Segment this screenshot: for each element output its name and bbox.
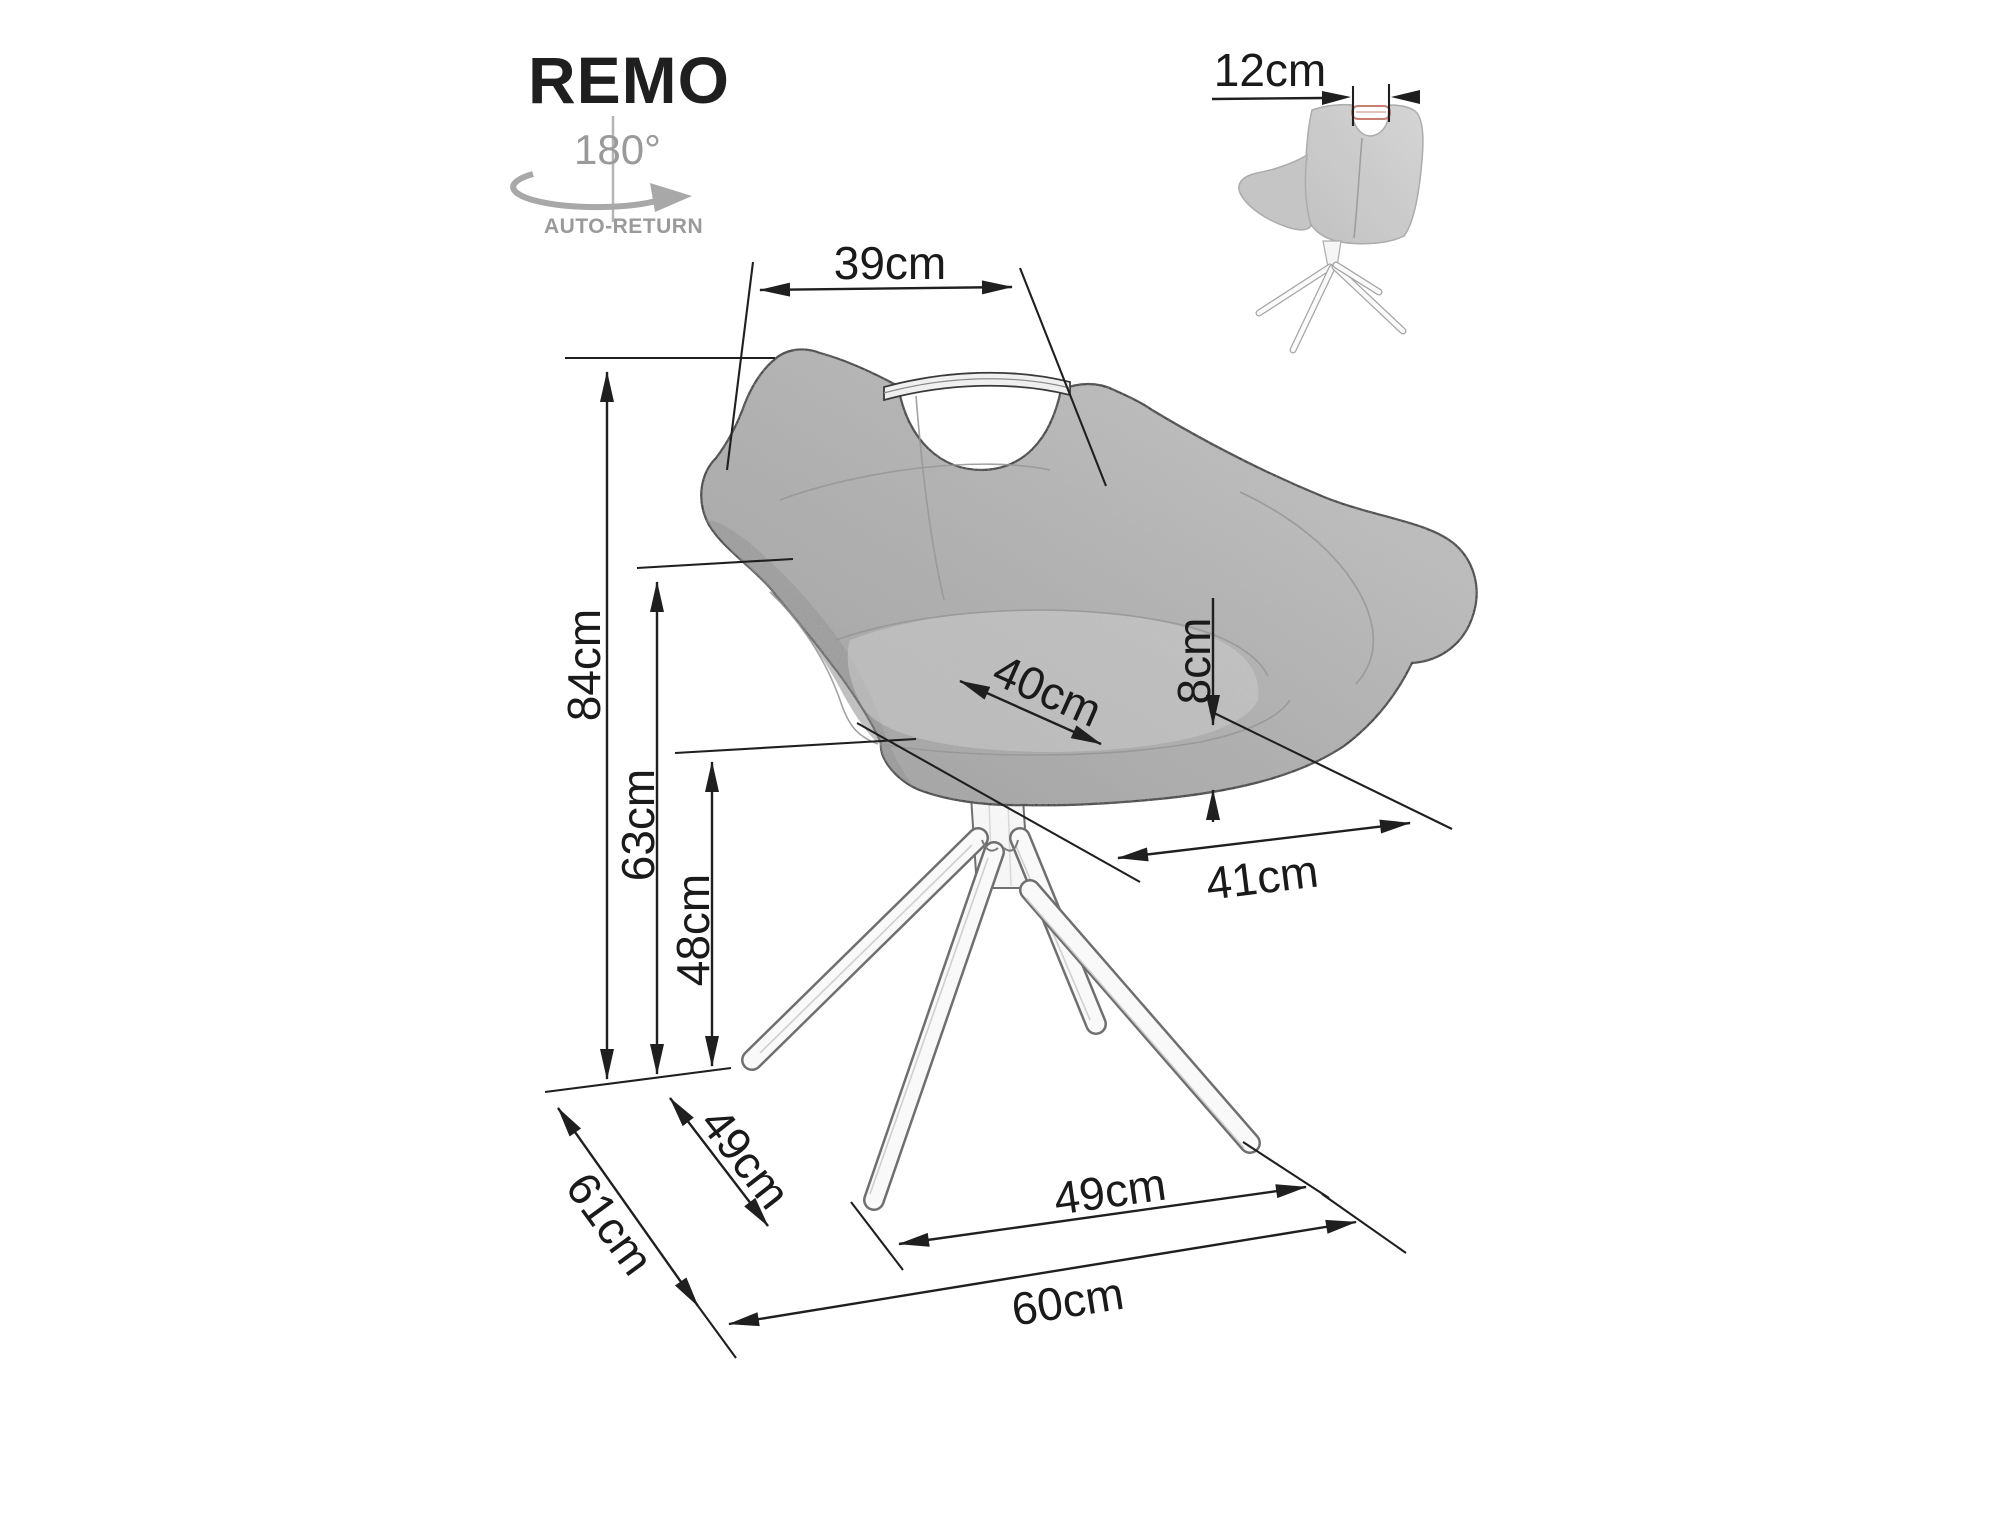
tick-basewidth-left xyxy=(697,1305,737,1359)
handle-dim-line-left xyxy=(1211,96,1324,101)
inset-back-seam xyxy=(1353,137,1363,239)
right-arm-inner-edge xyxy=(1239,491,1375,685)
dim-label-39cm: 39cm xyxy=(834,237,946,289)
left-arm-shading xyxy=(706,520,914,787)
dim-line-legspan-depth xyxy=(669,1097,769,1227)
handle-arrow-right-icon xyxy=(1322,91,1351,105)
inset-left-armrest xyxy=(1238,153,1312,231)
main-chair xyxy=(700,348,1478,1211)
ext-backwidth-right xyxy=(1019,267,1107,487)
seat-back-crease xyxy=(835,609,1269,677)
chair-leg-front-left xyxy=(863,841,1005,1211)
seat-front-crease xyxy=(879,699,1291,756)
ground-baseline xyxy=(544,1066,732,1094)
dim-label-8cm: 8cm xyxy=(1168,618,1220,705)
chair-leg-front-right xyxy=(1019,879,1261,1154)
tick-basewidth-right xyxy=(1321,1193,1407,1254)
dim-line-seat-width xyxy=(1117,819,1411,862)
dim-label-63cm: 63cm xyxy=(612,769,664,881)
rotation-degrees-label: 180° xyxy=(574,126,661,173)
dim-label-49cm-depth: 49cm xyxy=(690,1098,800,1219)
rotation-arrowhead-icon xyxy=(650,183,692,212)
rotation-swirl-icon xyxy=(510,171,661,211)
leg-mount-hooks xyxy=(981,839,1019,852)
dim-line-base-width xyxy=(728,1219,1357,1327)
handle-bar-ridge xyxy=(883,378,1071,394)
chair-leg-rear-left xyxy=(741,827,989,1071)
dim-handle-width: 12cm xyxy=(1211,44,1420,126)
column-ridge-2 xyxy=(1007,800,1012,887)
dim-line-base-depth xyxy=(557,1107,699,1307)
dim-label-41cm: 41cm xyxy=(1203,844,1321,909)
chair-shell xyxy=(700,348,1478,807)
dim-line-back-width xyxy=(759,280,1013,297)
ext-seat-height xyxy=(674,737,917,755)
inset-chair-back-view xyxy=(1238,103,1424,354)
auto-return-icon: 180° AUTO-RETURN xyxy=(510,116,703,238)
ext-armrest-height xyxy=(636,557,794,570)
ext-seatwidth-left xyxy=(856,722,1141,883)
product-title: REMO xyxy=(528,43,730,117)
dim-line-seat-depth xyxy=(959,679,1102,746)
ext-seatwidth-right xyxy=(1209,710,1453,830)
backrest-seam-horizontal xyxy=(779,463,1051,501)
inset-backrest xyxy=(1304,103,1424,245)
dim-label-48cm: 48cm xyxy=(667,874,719,986)
inset-base-legs xyxy=(1255,261,1407,354)
tick-legspan-right xyxy=(1242,1141,1330,1199)
chair-base xyxy=(741,794,1261,1211)
dim-label-49cm-width: 49cm xyxy=(1050,1158,1169,1225)
handle-arrow-left-icon xyxy=(1391,90,1420,104)
dim-label-12cm: 12cm xyxy=(1214,44,1326,96)
auto-return-label: AUTO-RETURN xyxy=(544,215,703,238)
ext-backwidth-left xyxy=(725,261,755,471)
dim-label-84cm: 84cm xyxy=(558,609,610,721)
left-arm-inner-edge xyxy=(769,591,879,745)
backrest-seam-vertical xyxy=(915,395,945,601)
dim-label-60cm: 60cm xyxy=(1008,1267,1127,1336)
tick-legspan-left xyxy=(850,1201,904,1271)
handle-bar xyxy=(883,371,1071,402)
dim-label-61cm: 61cm xyxy=(556,1163,664,1285)
dimension-annotations: 39cm 84cm 63cm 48cm 61cm 49cm 49cm 60cm … xyxy=(544,237,1453,1359)
